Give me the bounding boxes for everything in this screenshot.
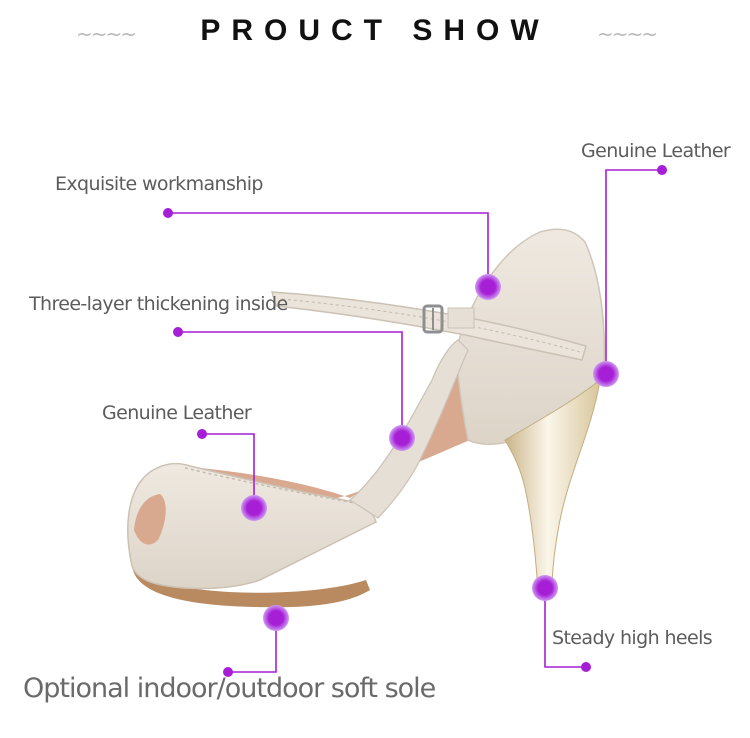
outsole: [132, 566, 370, 608]
stiletto-heel: [504, 378, 601, 593]
callout-dot-icon: [241, 274, 619, 631]
callout-genuine-leather-vamp: Genuine Leather: [102, 402, 252, 424]
page-title: PROUCT SHOW: [200, 14, 550, 47]
callout-steady-high-heels: Steady high heels: [552, 627, 713, 649]
peep-toe-opening: [134, 494, 166, 545]
tilde-ornament-icon: ~~~~: [76, 22, 137, 46]
callout-small-dots: [163, 165, 667, 677]
buckle-icon: [422, 304, 444, 334]
callout-lines: [168, 169, 662, 673]
tilde-ornament-icon: ~~~~: [597, 22, 658, 46]
callout-soft-sole: Optional indoor/outdoor soft sole: [23, 673, 436, 704]
callout-three-layer-thickening: Three-layer thickening inside: [29, 293, 288, 315]
callout-exquisite-workmanship: Exquisite workmanship: [55, 173, 263, 195]
ankle-strap: [270, 291, 587, 361]
callout-genuine-leather-back: Genuine Leather: [581, 140, 731, 162]
